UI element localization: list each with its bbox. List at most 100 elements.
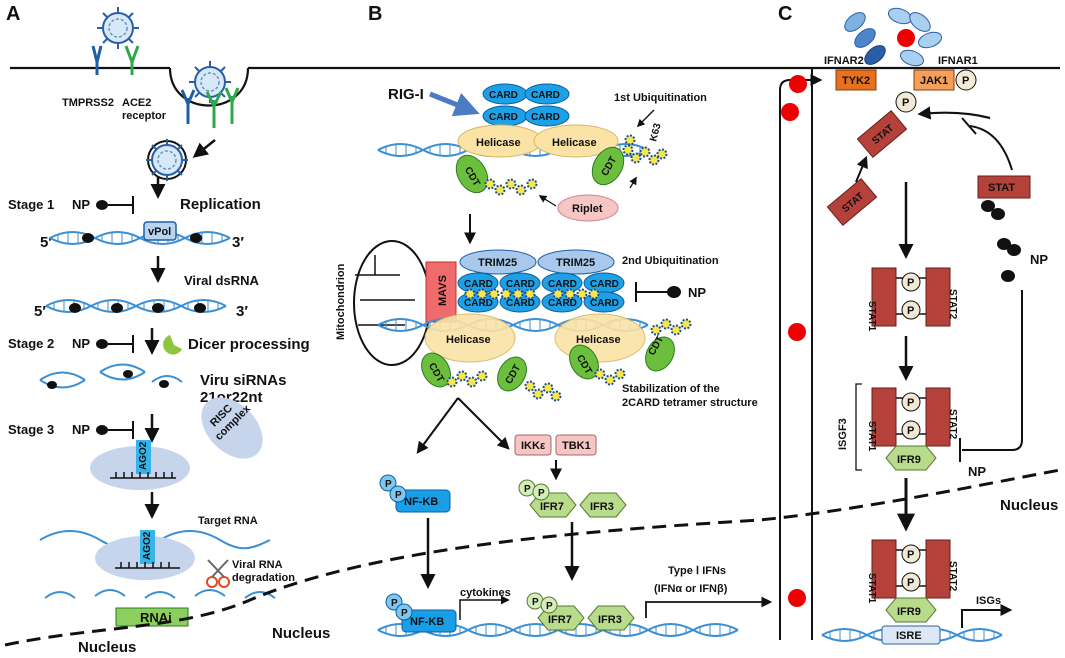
stat1-label: STAT1 <box>866 301 877 332</box>
isre-box <box>881 625 941 645</box>
degradation-label-1: Viral RNA <box>232 559 283 571</box>
five-prime-label: 5′ <box>34 303 46 320</box>
card-label: CARD <box>531 112 560 123</box>
helicase-label: Helicase <box>476 137 521 149</box>
phospho-circle <box>901 544 921 564</box>
p-label: P <box>907 549 914 561</box>
card-label: CARD <box>590 279 619 290</box>
sirna-icon <box>39 371 86 389</box>
viru-sirnas-label: Viru siRNAs <box>200 372 286 389</box>
nfkb-box <box>401 609 457 633</box>
stat1-box <box>871 539 897 599</box>
mitochondrion <box>353 240 431 366</box>
stat2-label: STAT2 <box>947 289 958 320</box>
cdt-domain <box>645 336 675 372</box>
stat2-box <box>925 267 951 327</box>
phospho-circle <box>532 483 550 501</box>
np-label: NP <box>72 336 90 351</box>
isgs-label: ISGs <box>976 595 1001 607</box>
rna-strand <box>49 231 141 245</box>
card-label: CARD <box>590 298 619 309</box>
isre-label: ISRE <box>896 630 922 642</box>
p-label: P <box>907 425 914 437</box>
stat1-label: STAT1 <box>866 573 877 604</box>
card-label: CARD <box>506 279 535 290</box>
stat1-label: STAT1 <box>866 421 877 452</box>
tbk1-box <box>555 434 597 456</box>
dna-strand <box>647 623 739 637</box>
guide-rna <box>115 562 180 569</box>
k63-label: K63 <box>648 122 663 143</box>
np-dot <box>1007 244 1021 256</box>
three-prime-label: 3′ <box>236 303 248 320</box>
np-dot <box>997 238 1011 250</box>
type1-ifns-label: Type Ⅰ IFNs <box>668 565 726 577</box>
stat2-box <box>925 539 951 599</box>
stage3-label: Stage 3 <box>8 422 54 437</box>
trim25-label: TRIM25 <box>478 257 517 269</box>
card-label: CARD <box>506 298 535 309</box>
three-prime-label: 3′ <box>232 234 244 251</box>
stat1-box <box>871 387 897 447</box>
phospho-circle <box>901 572 921 592</box>
p-label: P <box>395 490 402 501</box>
np-label: NP <box>72 197 90 212</box>
ifr3-label: IFR3 <box>590 501 614 513</box>
np-dot <box>194 303 206 313</box>
cytokine-arrow <box>459 595 510 620</box>
stat-box <box>977 175 1031 199</box>
np-dot <box>1001 270 1015 282</box>
card-domain <box>524 105 570 127</box>
helicase-label: Helicase <box>576 334 621 346</box>
ub2-label: 2nd Ubiquitination <box>622 255 719 267</box>
tyk2-box <box>835 69 877 91</box>
degradation-label-2: degradation <box>232 572 295 584</box>
ace2-receptor-icon <box>124 45 140 75</box>
nucleus-label-c: Nucleus <box>1000 497 1058 514</box>
stat2-box <box>925 387 951 447</box>
ifr3-box <box>579 492 627 518</box>
ifnar1-label: IFNAR1 <box>938 55 978 67</box>
trim25-label: TRIM25 <box>556 257 595 269</box>
np-label: NP <box>72 422 90 437</box>
jak1-box <box>913 69 955 91</box>
panel-label-b: B <box>368 3 382 25</box>
jak1-label: JAK1 <box>920 75 948 87</box>
ikke-box <box>514 434 552 456</box>
card-label: CARD <box>548 279 577 290</box>
np-label-c2: NP <box>968 464 986 479</box>
np-dot <box>152 303 164 313</box>
np-dot <box>159 380 169 388</box>
ifr7-label: IFR7 <box>540 501 564 513</box>
cdt-domain <box>591 146 625 186</box>
ifr9-box <box>885 445 937 471</box>
helicase-label: Helicase <box>446 334 491 346</box>
receptor-label: receptor <box>122 110 167 122</box>
five-prime-label: 5′ <box>40 234 52 251</box>
card-label: CARD <box>489 90 518 101</box>
ifr3-label: IFR3 <box>598 614 622 626</box>
ifnar-receptor <box>844 7 943 67</box>
phospho-circle <box>901 272 921 292</box>
ago2-label: AGO2 <box>138 441 149 470</box>
target-rna-label: Target RNA <box>198 515 258 527</box>
vpol-box <box>143 221 177 241</box>
p-label: P <box>907 577 914 589</box>
tbk1-label: TBK1 <box>562 440 591 452</box>
p-label: P <box>907 397 914 409</box>
stat-box <box>856 109 908 159</box>
p-label: P <box>538 488 545 499</box>
phospho-circle <box>895 91 917 113</box>
cristae <box>355 255 415 326</box>
nfkb-label: NF-KB <box>410 616 444 628</box>
p-label: P <box>401 608 408 619</box>
p-label: P <box>907 277 914 289</box>
ace2-receptor-icon <box>224 87 240 124</box>
arrow <box>416 397 459 454</box>
viral-dsrna-label: Viral dsRNA <box>184 273 260 288</box>
card-label: CARD <box>548 298 577 309</box>
arrow <box>629 176 637 189</box>
cdt-domain <box>497 356 527 392</box>
ifn-label: (IFNα or IFNβ) <box>654 583 728 595</box>
np-dot <box>991 208 1005 220</box>
